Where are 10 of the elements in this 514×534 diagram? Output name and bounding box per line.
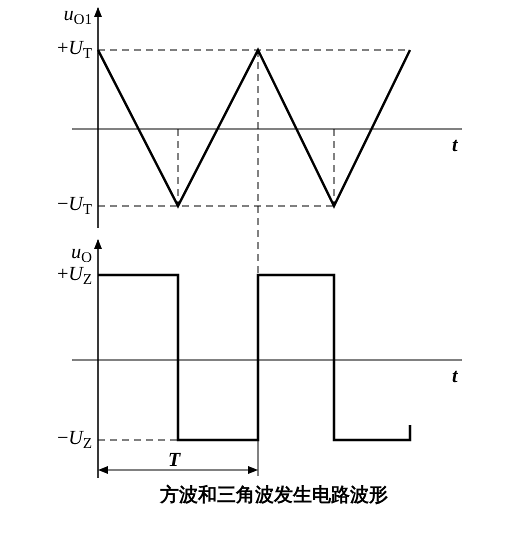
axis-label: t bbox=[452, 133, 458, 157]
value-label: −U$_{T}$ bbox=[57, 192, 92, 216]
value-label: u$_{O1}$ bbox=[64, 2, 92, 26]
caption: 方波和三角波发生电路波形 bbox=[160, 484, 388, 508]
value-label: +U$_{Z}$ bbox=[57, 262, 92, 286]
value-label: u$_{O}$ bbox=[71, 240, 92, 264]
axis-label: T bbox=[168, 448, 180, 472]
value-label: −U$_{Z}$ bbox=[57, 426, 92, 450]
value-label: +U$_{T}$ bbox=[57, 36, 92, 60]
axis-label: t bbox=[452, 364, 458, 388]
